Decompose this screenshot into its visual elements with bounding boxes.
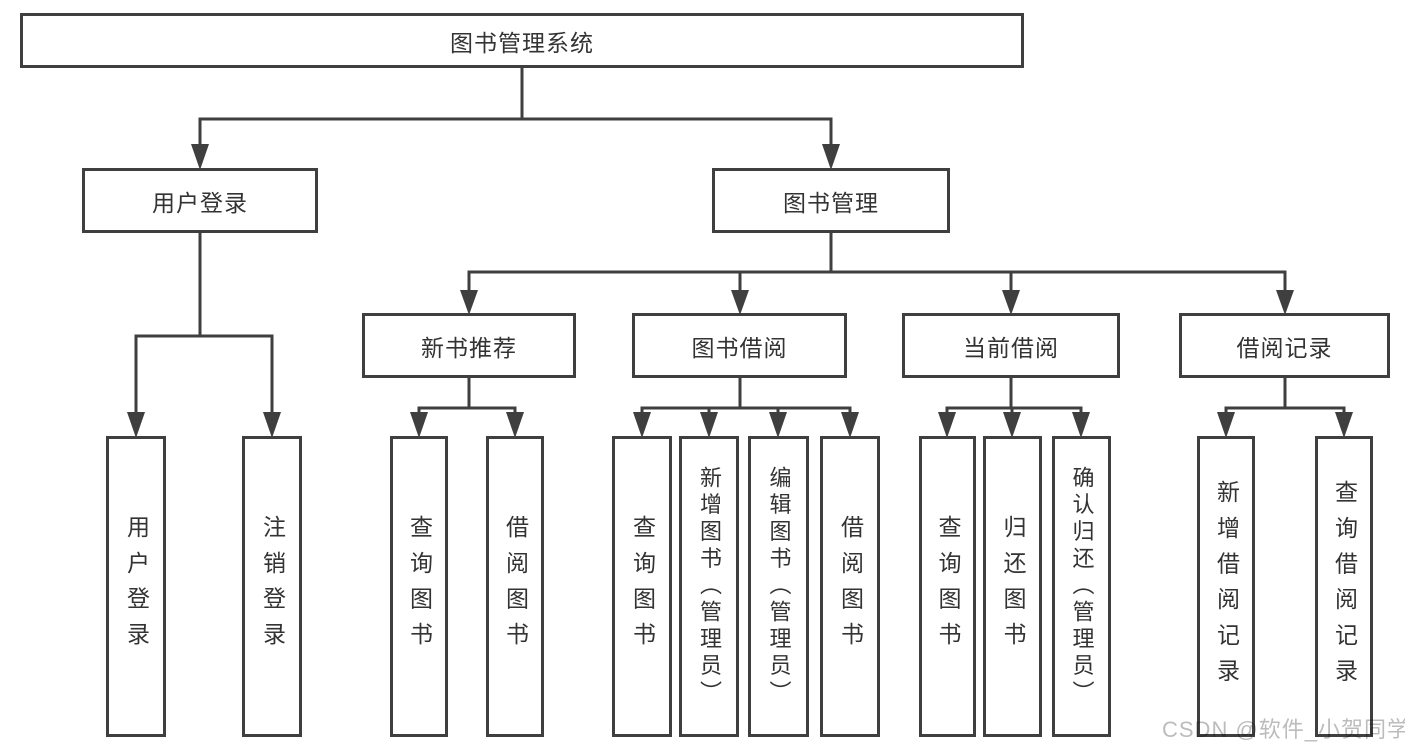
- leaf-recommend-borrow-books: 借阅图书: [486, 436, 544, 737]
- node-book-borrowing: 图书借阅: [632, 313, 847, 378]
- node-label: 借阅图书: [502, 515, 529, 658]
- leaf-borrowing-query-books: 查询图书: [612, 436, 672, 737]
- leaf-recommend-query-books: 查询图书: [390, 436, 448, 737]
- leaf-current-query-books: 查询图书: [919, 436, 976, 737]
- node-label: 图书借阅: [691, 334, 788, 361]
- node-label: 用户登录: [123, 515, 150, 658]
- node-book-management: 图书管理: [712, 168, 950, 233]
- node-label: 查询图书: [935, 515, 961, 658]
- node-label: 编辑图书（管理员）: [766, 465, 792, 708]
- node-label: 新增借阅记录: [1213, 479, 1240, 694]
- leaf-logout: 注销登录: [242, 436, 302, 737]
- node-label: 当前借阅: [963, 334, 1059, 361]
- node-borrowing-records: 借阅记录: [1179, 313, 1390, 378]
- node-label: 图书管理系统: [450, 29, 594, 56]
- node-user-login: 用户登录: [82, 168, 318, 233]
- node-label: 查询借阅记录: [1331, 479, 1358, 694]
- leaf-current-return-books: 归还图书: [983, 436, 1042, 737]
- node-label: 查询图书: [629, 515, 656, 658]
- leaf-records-add-borrow-record: 新增借阅记录: [1197, 436, 1255, 737]
- node-new-book-recommendation: 新书推荐: [362, 313, 576, 378]
- leaf-records-query-borrow-record: 查询借阅记录: [1315, 436, 1373, 737]
- leaf-borrowing-edit-books-admin: 编辑图书（管理员）: [748, 436, 809, 737]
- leaf-borrowing-add-books-admin: 新增图书（管理员）: [679, 436, 739, 737]
- node-library-management-system: 图书管理系统: [20, 13, 1024, 68]
- node-label: 借阅图书: [837, 515, 864, 658]
- node-label: 归还图书: [1000, 515, 1026, 658]
- node-label: 新书推荐: [421, 334, 517, 361]
- node-current-borrowing: 当前借阅: [902, 313, 1120, 378]
- leaf-borrowing-borrow-books: 借阅图书: [820, 436, 880, 737]
- leaf-current-confirm-return-admin: 确认归还（管理员）: [1052, 436, 1111, 737]
- node-label: 图书管理: [783, 189, 879, 216]
- csdn-watermark: CSDN @软件_小贺同学: [1162, 717, 1405, 742]
- node-label: 借阅记录: [1236, 334, 1333, 361]
- leaf-user-login: 用户登录: [106, 436, 166, 737]
- node-label: 新增图书（管理员）: [697, 465, 722, 708]
- node-label: 注销登录: [259, 515, 286, 658]
- node-label: 查询图书: [406, 515, 433, 658]
- node-label: 确认归还（管理员）: [1069, 465, 1095, 708]
- node-label: 用户登录: [152, 189, 248, 216]
